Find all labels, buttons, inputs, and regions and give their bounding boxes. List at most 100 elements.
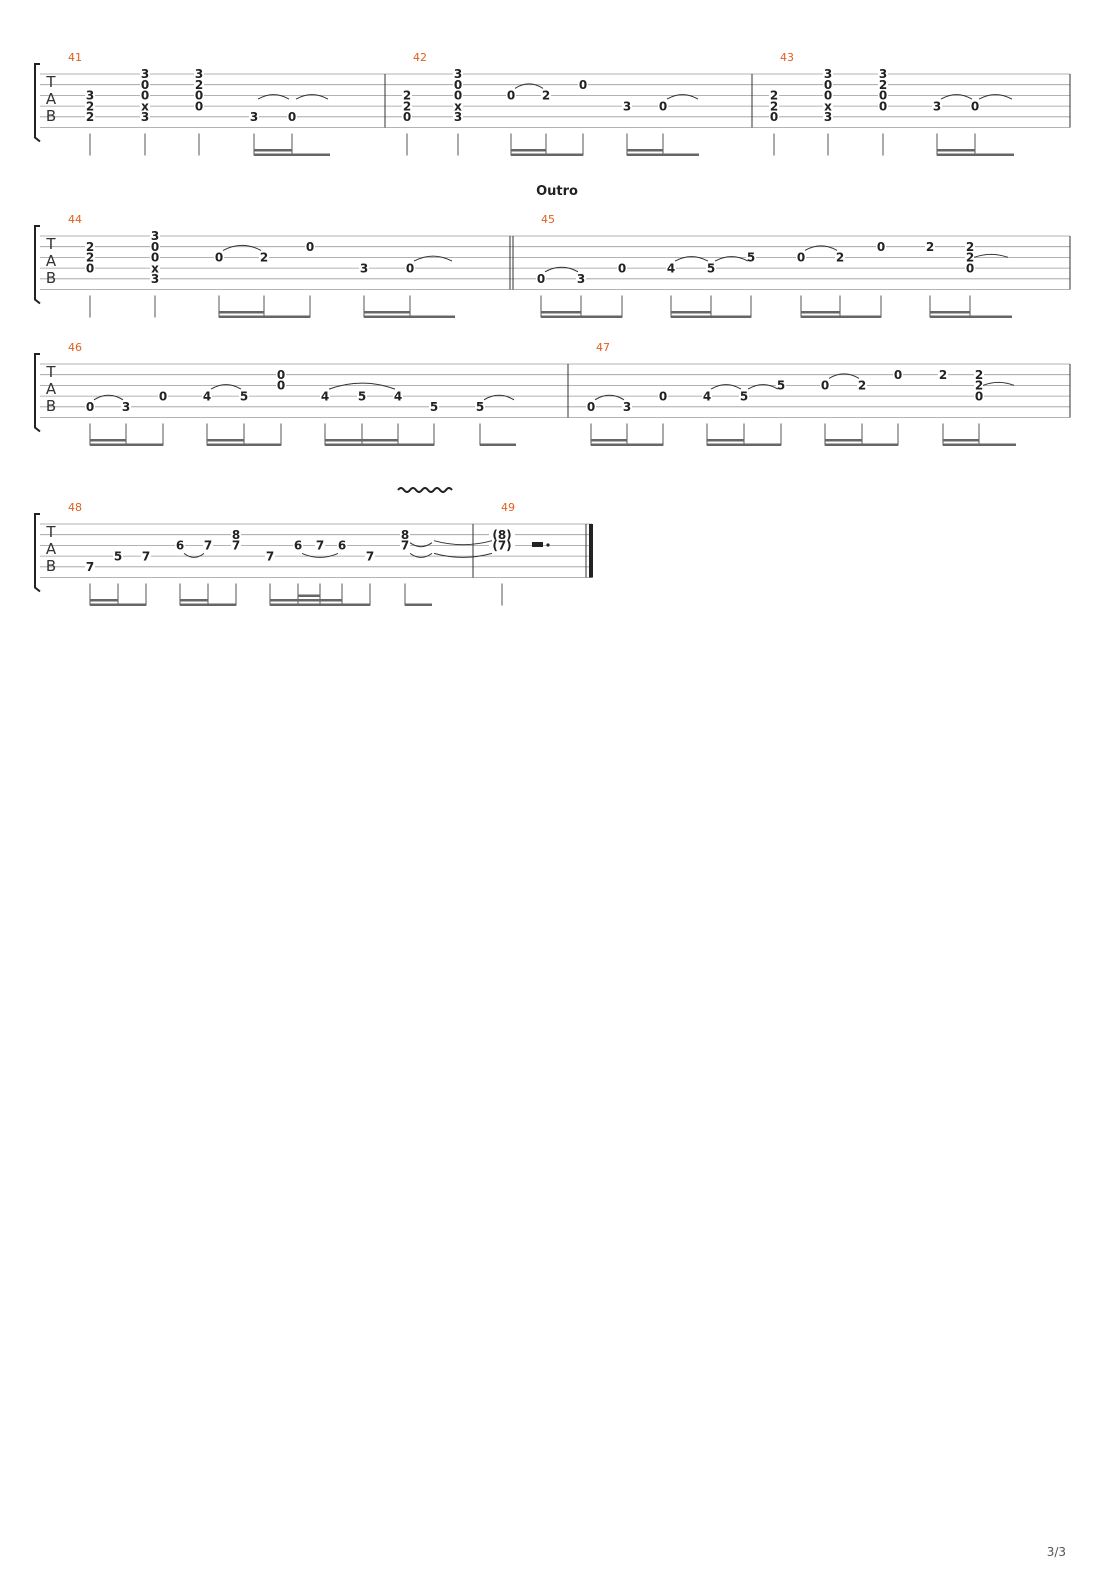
fret-number: 7	[316, 539, 324, 553]
fret-bg	[857, 379, 867, 391]
fret-number: 5	[430, 400, 438, 414]
fret-bg	[823, 111, 833, 123]
measure-number: 42	[413, 51, 427, 64]
fret-number: 0	[659, 389, 667, 403]
fret-bg	[150, 230, 160, 242]
note-beam	[90, 443, 126, 446]
fret-number: 7	[366, 549, 374, 563]
note-beam	[943, 443, 1016, 446]
note-beam	[292, 153, 330, 156]
fret-number: (7)	[492, 539, 511, 553]
fret-number: 3	[360, 261, 368, 275]
fret-number: 0	[879, 99, 887, 113]
fret-number: 7	[401, 539, 409, 553]
fret-number: 0	[879, 89, 887, 103]
fret-number: 0	[195, 89, 203, 103]
fret-number: 3	[879, 67, 887, 81]
fret-number: 0	[587, 400, 595, 414]
fret-number: 2	[403, 89, 411, 103]
fret-number: 3	[824, 110, 832, 124]
fret-number: 0	[797, 251, 805, 265]
fret-bg	[402, 100, 412, 112]
fret-number: 5	[777, 379, 785, 393]
fret-bg	[393, 390, 403, 402]
fret-bg	[402, 89, 412, 101]
slur-arc	[409, 542, 433, 548]
measure-number: 49	[501, 501, 515, 514]
fret-number: 0	[894, 368, 902, 382]
fret-bg	[453, 89, 463, 101]
note-beam	[90, 439, 126, 442]
fret-bg	[140, 89, 150, 101]
note-beam	[937, 153, 975, 156]
fret-bg	[769, 111, 779, 123]
note-beam	[937, 149, 975, 152]
fret-bg	[475, 401, 485, 413]
fret-number: 2	[195, 78, 203, 92]
fret-bg	[265, 550, 275, 562]
fret-number: 3	[151, 272, 159, 286]
fret-number: 3	[824, 67, 832, 81]
fret-bg	[878, 100, 888, 112]
fret-bg	[453, 79, 463, 91]
final-barline-thick	[589, 524, 593, 578]
note-beam	[364, 315, 410, 318]
fret-number: 5	[740, 389, 748, 403]
fret-number: 2	[260, 251, 268, 265]
fret-number: 4	[667, 261, 675, 275]
fret-number: 2	[879, 78, 887, 92]
tie-arc	[413, 255, 453, 262]
fret-bg	[405, 262, 415, 274]
fret-bg	[276, 379, 286, 391]
note-beam	[707, 443, 744, 446]
fret-bg	[85, 111, 95, 123]
measure-number: 48	[68, 501, 82, 514]
fret-bg	[746, 251, 756, 263]
fret-bg	[305, 241, 315, 253]
tie-arc	[222, 244, 262, 251]
fret-number: 7	[204, 539, 212, 553]
clef-t: T	[45, 73, 56, 91]
note-beam	[219, 315, 310, 318]
fret-number: 7	[86, 560, 94, 574]
fret-number: 0	[403, 110, 411, 124]
fret-number: 0	[86, 400, 94, 414]
fret-bg	[140, 111, 150, 123]
fret-bg	[769, 89, 779, 101]
tie-arc	[714, 256, 749, 262]
fret-number: 2	[926, 240, 934, 254]
fret-bg	[85, 89, 95, 101]
fret-number: 0	[277, 368, 285, 382]
fret-bg	[823, 68, 833, 80]
fret-number: 0	[277, 379, 285, 393]
fret-number: 2	[966, 240, 974, 254]
note-beam	[511, 153, 583, 156]
fret-bg	[776, 379, 786, 391]
fret-number: 0	[537, 272, 545, 286]
fret-bg	[878, 79, 888, 91]
fret-number: 2	[86, 240, 94, 254]
measure-number: 47	[596, 341, 610, 354]
fret-bg	[85, 100, 95, 112]
tie-arc	[483, 394, 515, 401]
note-beam	[541, 311, 581, 314]
fret-bg	[835, 251, 845, 263]
measure-number: 43	[780, 51, 794, 64]
fret-bg	[158, 390, 168, 402]
note-beam	[325, 439, 398, 442]
fret-bg	[287, 111, 297, 123]
fret-bg	[578, 79, 588, 91]
fret-bg	[357, 390, 367, 402]
note-beam	[405, 603, 432, 606]
fret-number: 3	[623, 400, 631, 414]
fret-number: 0	[507, 89, 515, 103]
fret-number: 7	[142, 549, 150, 563]
note-beam	[541, 315, 581, 318]
fret-bg	[823, 100, 833, 112]
fret-number: 3	[122, 400, 130, 414]
fret-number: 0	[659, 99, 667, 113]
tie-arc	[710, 384, 742, 390]
fret-bg	[769, 100, 779, 112]
fret-number: 5	[747, 251, 755, 265]
